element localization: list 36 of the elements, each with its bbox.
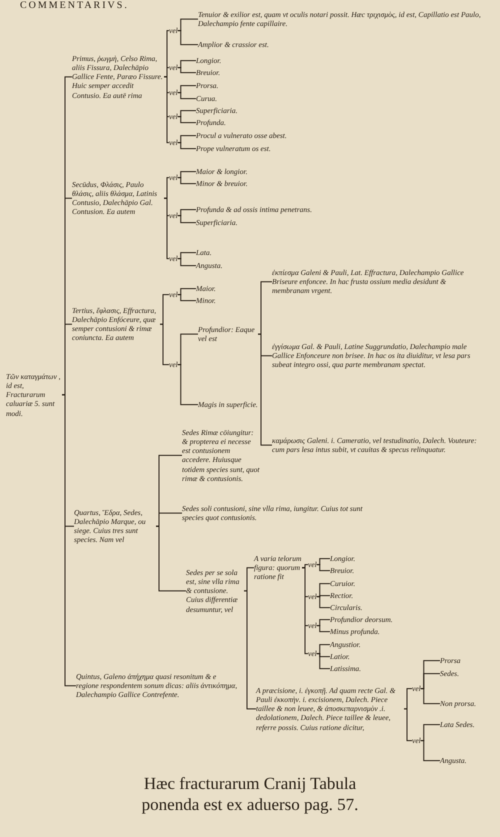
- bracket-line: [62, 394, 76, 686]
- bracket-line: [404, 688, 412, 710]
- bracket-line: [420, 740, 440, 762]
- bracket-line: [177, 364, 198, 406]
- bracket-line: [164, 76, 170, 144]
- bracket-line: [177, 258, 196, 266]
- bracket-line: [164, 177, 170, 199]
- bracket-line: [244, 590, 256, 710]
- bracket-line: [316, 596, 330, 608]
- bracket-line: [420, 688, 440, 704]
- bracket-line: [156, 526, 186, 592]
- bracket-line: [164, 198, 170, 260]
- bracket-line: [258, 334, 272, 446]
- bracket-line: [62, 324, 72, 396]
- bracket-line: [258, 281, 272, 335]
- bracket-line: [160, 294, 170, 325]
- bracket-line: [160, 324, 170, 366]
- bracket-line: [316, 653, 330, 670]
- bracket-line: [302, 567, 308, 654]
- caption: Hæc fracturarum Cranij Tabula ponenda est ex aduerso pag. 57.: [140, 773, 360, 816]
- bracket-line: [316, 625, 330, 632]
- bracket-line: [164, 67, 170, 78]
- bracket-line: [177, 142, 196, 150]
- bracket-line: [302, 564, 308, 568]
- bracket-line: [177, 116, 196, 124]
- bracket-line: [177, 30, 198, 46]
- bracket-line: [404, 708, 412, 742]
- bracket-line: [177, 92, 196, 100]
- running-head: COMMENTARIVS.: [20, 0, 129, 11]
- bracket-line: [177, 215, 196, 224]
- bracket-line: [177, 177, 196, 184]
- bracket-line: [177, 67, 196, 74]
- bracket-line: [156, 512, 182, 527]
- bracket-line: [244, 567, 254, 592]
- bracket-line: [177, 294, 196, 302]
- bracket-line: [316, 564, 330, 572]
